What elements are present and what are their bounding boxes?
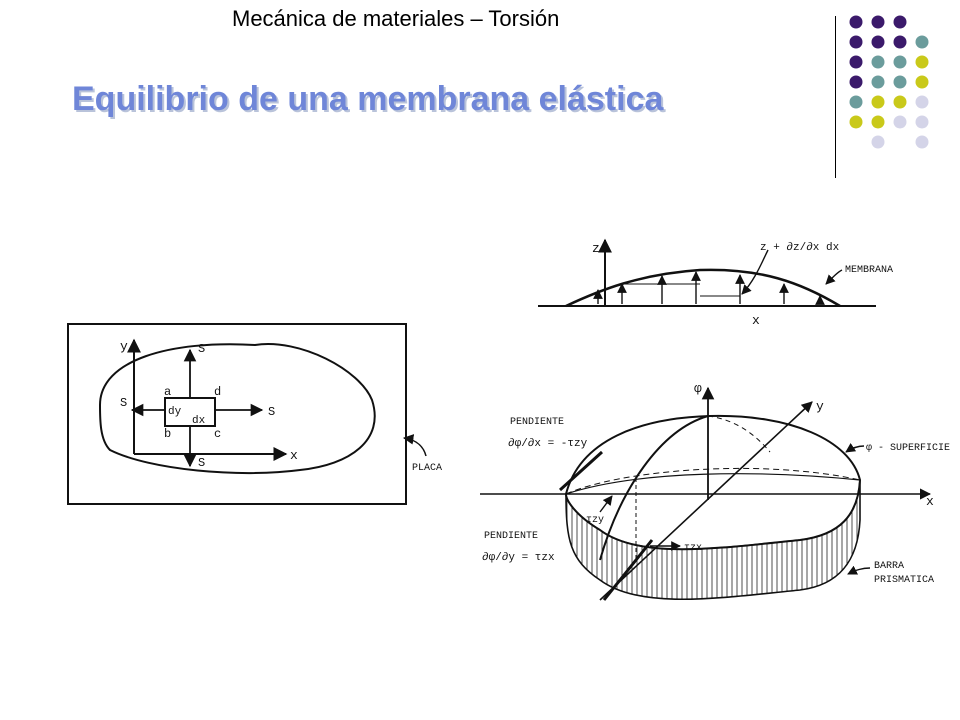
force-right-label: S xyxy=(268,405,275,419)
force-top-label: S xyxy=(198,342,205,356)
bar-label-1: BARRA xyxy=(874,561,904,572)
decor-dot xyxy=(915,35,929,49)
slope2-equation: ∂φ/∂y = τzx xyxy=(482,552,555,564)
decorative-dot-grid xyxy=(849,15,929,149)
tau-zy-label: τzy xyxy=(586,515,604,526)
dx-label: dx xyxy=(192,415,206,427)
plate-label: PLACA xyxy=(412,463,442,474)
slide-subtitle: Mecánica de materiales – Torsión xyxy=(232,6,560,31)
bar-label-2: PRISMATICA xyxy=(874,575,934,586)
decor-dot xyxy=(849,115,863,129)
decor-dot xyxy=(893,75,907,89)
membrane-curve xyxy=(565,268,841,308)
y-axis-label: y xyxy=(120,339,128,354)
corner-c-label: c xyxy=(214,427,221,441)
decor-dot xyxy=(871,35,885,49)
decor-dot xyxy=(915,135,929,149)
decor-dot xyxy=(893,55,907,69)
decor-dot xyxy=(871,75,885,89)
decor-dot xyxy=(893,15,907,29)
profile-x-label: x xyxy=(752,313,760,328)
membrane-profile: z x z + ∂z/∂x dx MEMBRANA xyxy=(538,238,893,328)
decor-dot xyxy=(915,115,929,129)
decor-dot xyxy=(915,95,929,109)
decor-dot xyxy=(915,75,929,89)
corner-b-label: b xyxy=(164,427,171,441)
corner-d-label: d xyxy=(214,385,221,399)
membrane-boundary xyxy=(98,343,376,475)
slope1-title: PENDIENTE xyxy=(510,417,564,428)
plate-outline xyxy=(67,323,407,505)
surface-label: φ - SUPERFICIE xyxy=(866,443,950,454)
decor-dot xyxy=(893,115,907,129)
x-axis-label: x xyxy=(290,448,298,463)
stress-surface-diagram: φ x y τzy τzx PENDIENTE ∂φ/∂x = -τzy PEN… xyxy=(480,381,950,601)
z-axis-label: z xyxy=(592,241,600,256)
surface-x-label: x xyxy=(926,494,934,509)
membrane-label: MEMBRANA xyxy=(845,265,893,276)
decor-dot xyxy=(893,35,907,49)
decor-dot xyxy=(849,75,863,89)
decor-dot xyxy=(849,35,863,49)
slope-label: z + ∂z/∂x dx xyxy=(760,242,840,254)
decor-dot xyxy=(871,95,885,109)
plate-diagram: y x S S S S a b c d dy dx PLACA xyxy=(67,323,442,505)
surface-y-label: y xyxy=(816,399,824,414)
decor-dot xyxy=(871,55,885,69)
slide-title: Equilibrio de una membrana elástica xyxy=(72,80,664,118)
dy-label: dy xyxy=(168,406,182,418)
phi-axis-label: φ xyxy=(694,381,702,396)
decor-dot xyxy=(849,15,863,29)
corner-a-label: a xyxy=(164,385,171,399)
force-bottom-label: S xyxy=(198,456,205,470)
slope1-equation: ∂φ/∂x = -τzy xyxy=(508,438,588,450)
decor-dot xyxy=(849,95,863,109)
slope2-title: PENDIENTE xyxy=(484,531,538,542)
decor-dot xyxy=(871,135,885,149)
header-divider xyxy=(835,16,836,178)
force-left-label: S xyxy=(120,396,127,410)
decor-dot xyxy=(871,15,885,29)
decor-dot xyxy=(849,55,863,69)
decor-dot xyxy=(871,115,885,129)
tau-zx-label: τzx xyxy=(684,543,702,554)
decor-dot xyxy=(893,95,907,109)
decor-dot xyxy=(915,55,929,69)
